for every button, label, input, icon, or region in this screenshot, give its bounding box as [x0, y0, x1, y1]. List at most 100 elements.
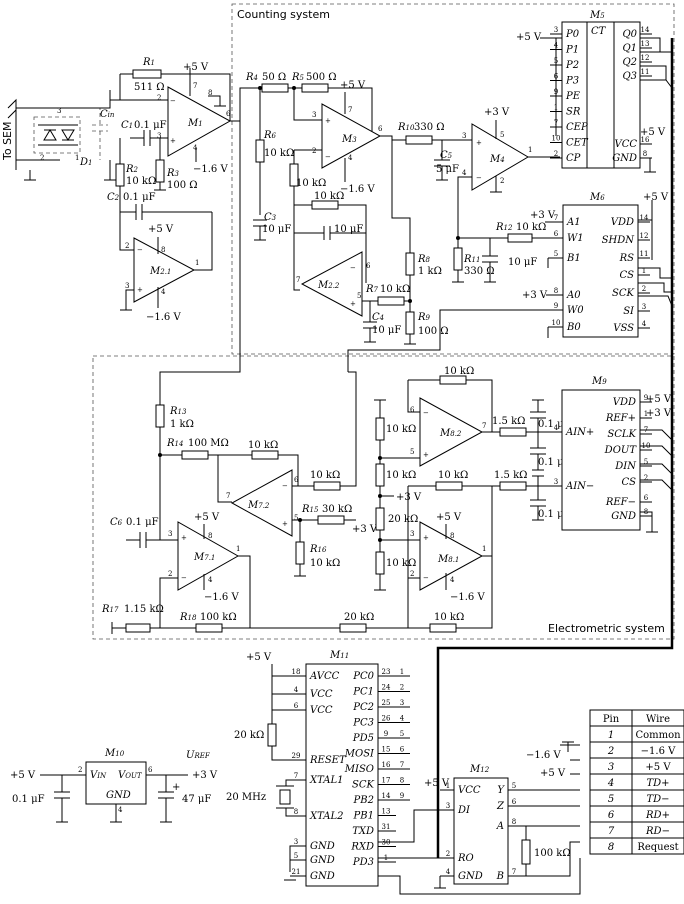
m5-right-pin-label: Q1 — [622, 43, 637, 54]
m6-right-pin-number: 1 — [642, 267, 646, 275]
opamp-m8-2: − + M8.2 6 5 7 — [410, 397, 486, 467]
svg-text:R3: R3 — [166, 168, 180, 179]
svg-text:+5 V: +5 V — [436, 512, 462, 523]
svg-text:5: 5 — [357, 292, 361, 300]
svg-text:−: − — [282, 482, 288, 490]
svg-text:0.1 μF: 0.1 μF — [538, 419, 571, 430]
svg-text:6: 6 — [226, 110, 231, 118]
svg-text:10 kΩ: 10 kΩ — [264, 148, 294, 159]
m11-left-pin-number: 6 — [294, 702, 299, 710]
m5-left-pin-label: CET — [566, 138, 589, 149]
resistor-m72-out: 10 kΩ — [292, 371, 357, 491]
m5-right-pin-number: 13 — [641, 40, 650, 48]
svg-text:+3 V: +3 V — [192, 770, 218, 781]
svg-text:−1.6 V: −1.6 V — [526, 750, 561, 761]
m11-left-pin-label: VCC — [310, 689, 333, 700]
m11-right-pin-label: PC0 — [352, 671, 374, 682]
table-cell: 8 — [608, 842, 614, 853]
m6-right-pin-label: SI — [623, 306, 635, 317]
svg-text:511 Ω: 511 Ω — [134, 82, 165, 93]
resistor-r8: R8 1 kΩ — [405, 252, 442, 277]
m12-right-pin-number: 7 — [512, 868, 516, 876]
svg-text:0.1 μF: 0.1 μF — [134, 120, 167, 131]
m9-right-pin-number: 2 — [644, 474, 648, 482]
svg-text:10 kΩ: 10 kΩ — [434, 612, 464, 623]
svg-text:5: 5 — [294, 514, 298, 522]
svg-text:M8.2: M8.2 — [439, 428, 462, 439]
svg-text:M8.1: M8.1 — [437, 554, 459, 565]
m6-left-pin-label: W0 — [567, 305, 584, 316]
svg-text:+: + — [282, 520, 288, 528]
m9-right-pin-label: SCLK — [607, 429, 636, 440]
m11-left-pin-label: VCC — [310, 705, 333, 716]
m6-right-pin-label: VDD — [611, 217, 634, 228]
m11-right-pin-number: 15 — [382, 746, 391, 754]
svg-text:330 Ω: 330 Ω — [414, 122, 445, 133]
m9-right-pin-number: 9 — [644, 394, 648, 402]
m11-right-pin-label: PB1 — [353, 811, 374, 822]
svg-text:6: 6 — [410, 406, 415, 414]
svg-text:−: − — [181, 574, 187, 582]
resistor-100k: 100 kΩ — [521, 839, 571, 865]
m12-left-pin-label: RO — [457, 853, 474, 864]
m5-right-pin-number: 12 — [641, 54, 650, 62]
m11-left-pin-label: GND — [310, 871, 335, 882]
svg-text:10 μF: 10 μF — [262, 224, 291, 235]
svg-text:10 kΩ: 10 kΩ — [386, 424, 416, 435]
m6-right-pin-label: RS — [619, 253, 635, 264]
svg-text:R17: R17 — [101, 604, 119, 615]
m6-left-pin-label: B0 — [566, 322, 581, 333]
resistor-r9: R9 100 Ω — [404, 311, 449, 345]
capacitor-c2: C2 0.1 μF — [107, 192, 212, 220]
svg-text:+: + — [181, 534, 187, 542]
m11-right-pin-number: 14 — [382, 792, 391, 800]
m12-right-pin-number: 6 — [512, 798, 517, 806]
m9-right-pin-label: VDD — [613, 397, 636, 408]
svg-text:330 Ω: 330 Ω — [464, 266, 495, 277]
capacitor-c3: C3 10 μF — [253, 212, 291, 241]
svg-text:4: 4 — [118, 806, 123, 814]
m11-right-pin-number: 16 — [382, 761, 391, 769]
svg-text:20 kΩ: 20 kΩ — [344, 612, 374, 623]
m11-right-pin-number: 9 — [384, 730, 388, 738]
svg-text:R11: R11 — [463, 254, 480, 265]
table-cell: Common — [635, 730, 681, 741]
svg-text:10 kΩ: 10 kΩ — [296, 178, 326, 189]
m12-right-pin-label: B — [496, 871, 504, 882]
svg-text:−: − — [423, 574, 429, 582]
m6-right-pin-label: VSS — [613, 323, 634, 334]
svg-text:−: − — [476, 174, 482, 182]
capacitor-m9-set: 0.1 μF 0.1 μF 0.1 μF — [530, 399, 571, 521]
m11-left-pin-number: 8 — [294, 808, 298, 816]
svg-text:5: 5 — [410, 448, 414, 456]
svg-text:100 kΩ: 100 kΩ — [534, 848, 571, 859]
svg-text:7: 7 — [296, 276, 300, 284]
svg-text:4: 4 — [450, 576, 455, 584]
input-stage: To SEM 3 2 1 D1 Cin — [1, 90, 116, 181]
svg-text:−: − — [423, 409, 429, 417]
svg-text:10 kΩ: 10 kΩ — [438, 470, 468, 481]
resistor-r7: R7 10 kΩ — [362, 284, 410, 306]
m9-right-pin-label: CS — [621, 477, 636, 488]
svg-text:10 μF: 10 μF — [372, 325, 401, 336]
svg-text:R12: R12 — [495, 222, 513, 233]
m11-right-pin-label: TXD — [352, 826, 374, 837]
resistor-r11: R11 330 Ω — [452, 238, 495, 283]
opamp-m8-1: + − M8.1 3 2 1 +5 V 8 4 −1.6 V — [410, 512, 486, 603]
svg-text:500 Ω: 500 Ω — [306, 72, 337, 83]
svg-text:100 Ω: 100 Ω — [167, 180, 198, 191]
svg-text:1.15 kΩ: 1.15 kΩ — [124, 604, 164, 615]
svg-text:0.1 μF: 0.1 μF — [126, 517, 159, 528]
m9-left-pin-label: AIN− — [565, 481, 594, 492]
capacitor-c1: C1 0.1 μF — [121, 120, 168, 146]
m5-right-pin-label: Q3 — [622, 71, 637, 82]
svg-text:0.1 μF: 0.1 μF — [538, 457, 571, 468]
svg-text:−1.6 V: −1.6 V — [450, 592, 485, 603]
m6-right-pin-label: SHDN — [602, 235, 636, 246]
m11-left-pin-label: GND — [310, 841, 335, 852]
m9-right-pin-number: 10 — [642, 442, 651, 450]
svg-text:1 kΩ: 1 kΩ — [170, 419, 194, 430]
m9-right-pin-number: 7 — [644, 426, 648, 434]
resistor-20k-bottom: 20 kΩ — [339, 612, 430, 633]
svg-text:M3: M3 — [341, 134, 357, 145]
